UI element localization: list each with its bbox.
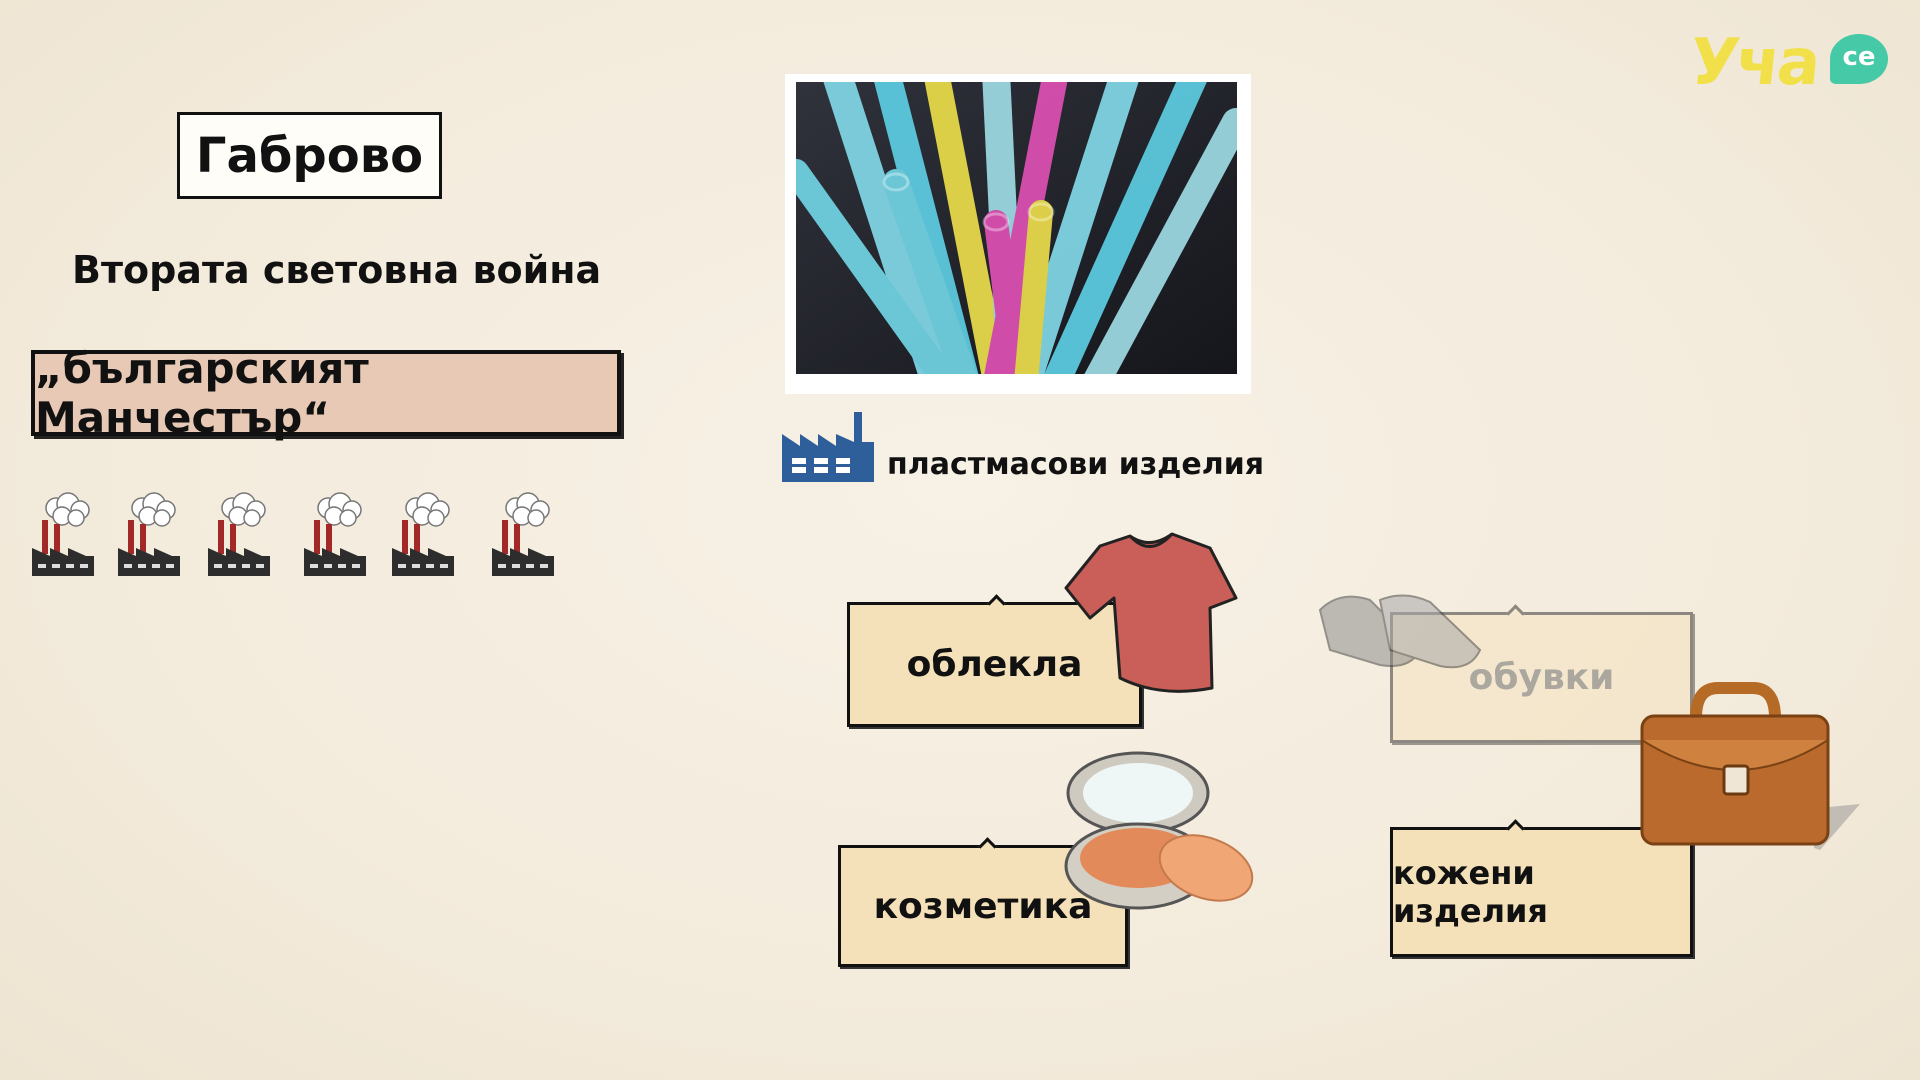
tag-cosmetics-label: козметика bbox=[873, 885, 1093, 927]
city-title-box: Габрово bbox=[177, 112, 442, 199]
tag-shoes-label: обувки bbox=[1468, 657, 1615, 698]
tag-clothes: облекла bbox=[847, 594, 1142, 727]
nickname-text: „българският Манчестър“ bbox=[35, 344, 369, 442]
city-title: Габрово bbox=[195, 127, 424, 184]
compact-powder-icon bbox=[1064, 751, 1254, 910]
factory-smoke-icon bbox=[116, 492, 182, 576]
tag-clothes-label: облекла bbox=[906, 644, 1083, 685]
plastic-straws-photo bbox=[796, 82, 1237, 374]
uchase-logo: Уча се bbox=[1686, 26, 1900, 106]
plastics-label: пластмасови изделия bbox=[887, 447, 1265, 482]
nickname-box: „българският Манчестър“ bbox=[31, 344, 621, 442]
factory-smoke-icon bbox=[390, 492, 456, 576]
logo-text: Уча bbox=[1686, 26, 1822, 100]
tshirt-icon bbox=[1064, 532, 1238, 693]
factory-smoke-icon bbox=[30, 492, 96, 576]
factory-blue-icon bbox=[782, 412, 874, 482]
tag-leather-label: кожени изделия bbox=[1393, 854, 1548, 930]
factory-smoke-icon bbox=[302, 492, 368, 576]
shoes-icon bbox=[1318, 594, 1482, 669]
factory-smoke-icon bbox=[490, 492, 556, 576]
event-caption: Втората световна война bbox=[72, 248, 602, 292]
briefcase-icon bbox=[1640, 682, 1860, 850]
tag-leather-goods: кожени изделия bbox=[1390, 819, 1693, 957]
logo-badge: се bbox=[1830, 34, 1888, 84]
factory-smoke-icon bbox=[206, 492, 272, 576]
tag-cosmetics: козметика bbox=[838, 837, 1128, 967]
logo-badge-text: се bbox=[1842, 42, 1876, 72]
